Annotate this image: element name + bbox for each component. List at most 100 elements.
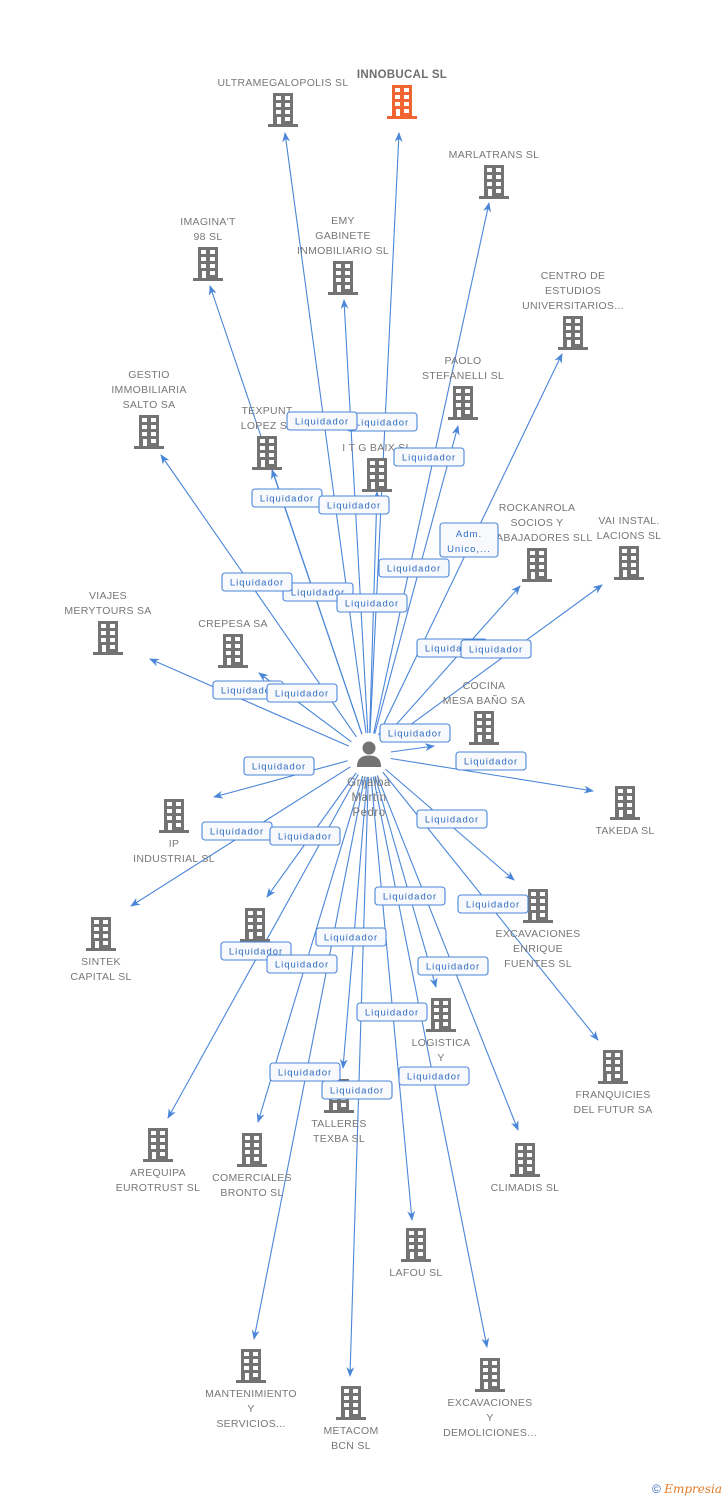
building-icon bbox=[336, 1386, 366, 1420]
company-node-mantenimiento[interactable]: MANTENIMIENTO Y SERVICIOS... bbox=[205, 1349, 297, 1430]
company-node-innobucal[interactable]: INNOBUCAL SL bbox=[357, 69, 447, 119]
company-node-ultramegalopolis[interactable]: ULTRAMEGALOPOLIS SL bbox=[218, 77, 349, 127]
company-node-centro[interactable]: CENTRO DEESTUDIOSUNIVERSITARIOS... bbox=[522, 270, 624, 350]
relation-text: Liquidador bbox=[221, 686, 275, 697]
person-icon bbox=[357, 741, 381, 767]
company-label: LOPEZ SL bbox=[241, 420, 294, 432]
company-label: IMMOBILIARIA bbox=[111, 384, 186, 396]
company-node-imaginat[interactable]: IMAGINA'T98 SL bbox=[180, 216, 236, 281]
relation-label-texpunt[interactable]: Liquidador bbox=[251, 488, 323, 508]
company-node-climadis[interactable]: CLIMADIS SL bbox=[491, 1143, 560, 1194]
relation-label-crepesa[interactable]: Liquidador bbox=[266, 683, 338, 703]
relation-label-centro[interactable]: Adm.Unico,... bbox=[439, 522, 499, 558]
relation-text: Liquidador bbox=[260, 494, 314, 505]
relation-label-ip[interactable]: Liquidador bbox=[243, 756, 315, 776]
company-label: Y bbox=[437, 1052, 444, 1064]
company-label: METACOM bbox=[324, 1425, 379, 1437]
company-label: INDUSTRIAL SL bbox=[133, 853, 215, 865]
company-label: 98 SL bbox=[194, 231, 223, 243]
relation-label-comerciales[interactable]: Liquidador bbox=[266, 954, 338, 974]
relation-text: Liquidador bbox=[210, 827, 264, 838]
building-icon bbox=[159, 799, 189, 833]
building-icon bbox=[143, 1128, 173, 1162]
relation-label-sintek[interactable]: Liquidador bbox=[201, 821, 273, 841]
relation-label-imaginat[interactable]: Liquidador bbox=[282, 582, 354, 602]
relation-label-excav_demol[interactable]: Liquidador bbox=[356, 1002, 428, 1022]
company-node-comerciales[interactable]: COMERCIALES BRONTO SL bbox=[212, 1133, 292, 1199]
company-label: BRONTO SL bbox=[220, 1187, 283, 1199]
relation-label-gestio[interactable]: Liquidador bbox=[221, 572, 293, 592]
company-label: LAFOU SL bbox=[389, 1267, 442, 1279]
relation-text: Liquidador bbox=[278, 1068, 332, 1079]
relation-label-cocina[interactable]: Liquidador bbox=[379, 723, 451, 743]
relation-label-paolo[interactable]: Liquidador bbox=[393, 447, 465, 467]
person-name-label: Pedro bbox=[352, 807, 385, 819]
company-node-takeda[interactable]: TAKEDA SL bbox=[595, 786, 654, 837]
relation-label-logistica[interactable]: Liquidador bbox=[417, 956, 489, 976]
relation-text: Liquidador bbox=[383, 892, 437, 903]
footer-credit: © Empresia bbox=[652, 1482, 722, 1496]
relation-label-takeda[interactable]: Liquidador bbox=[455, 751, 527, 771]
relation-label-ultramegalopolis[interactable]: Liquidador bbox=[286, 411, 358, 431]
relation-label-c_hidden[interactable]: Liquidador bbox=[269, 826, 341, 846]
relation-label-mantenimiento[interactable]: Liquidador bbox=[269, 1062, 341, 1082]
company-label: Y bbox=[247, 1403, 254, 1415]
relation-labels-layer: LiquidadorLiquidadorLiquidadorLiquidador… bbox=[201, 411, 532, 1100]
edge-texpunt bbox=[271, 469, 363, 735]
relation-label-emy[interactable]: Liquidador bbox=[336, 593, 408, 613]
company-label: INMOBILIARIO SL bbox=[297, 245, 389, 257]
building-icon bbox=[387, 85, 417, 119]
relation-text: Liquidador bbox=[327, 501, 381, 512]
relation-text: Liquidador bbox=[425, 644, 479, 655]
edge-takeda bbox=[390, 757, 594, 794]
company-node-marlatrans[interactable]: MARLATRANS SL bbox=[449, 149, 540, 199]
edge-climadis bbox=[376, 775, 519, 1131]
company-node-crepesa[interactable]: CREPESA SA bbox=[198, 618, 268, 668]
relation-label-franquicies[interactable]: Liquidador bbox=[416, 809, 488, 829]
edge-vai bbox=[386, 584, 603, 743]
edge-rockanrola bbox=[383, 585, 521, 739]
relation-label-vai[interactable]: Liquidador bbox=[460, 639, 532, 659]
company-node-arequipa[interactable]: AREQUIPA EUROTRUST SL bbox=[116, 1128, 201, 1194]
relation-text: Liquidador bbox=[365, 1008, 419, 1019]
company-node-lafou[interactable]: LAFOU SL bbox=[389, 1228, 442, 1279]
relation-label-climadis[interactable]: Liquidador bbox=[398, 1066, 470, 1086]
relation-label-lafou[interactable]: Liquidador bbox=[374, 886, 446, 906]
company-label: SINTEK bbox=[81, 956, 121, 968]
relation-label-metacom[interactable]: Liquidador bbox=[321, 1080, 393, 1100]
company-label: SERVICIOS... bbox=[216, 1418, 285, 1430]
company-label: DEL FUTUR SA bbox=[573, 1104, 652, 1116]
company-node-vai[interactable]: VAI INSTAL.LACIONS SL bbox=[597, 515, 662, 580]
company-label: AREQUIPA bbox=[130, 1167, 186, 1179]
company-label: TAKEDA SL bbox=[595, 825, 654, 837]
brand-logo[interactable]: Empresia bbox=[664, 1482, 722, 1496]
company-node-excav_demol[interactable]: EXCAVACIONESYDEMOLICIONES... bbox=[443, 1358, 537, 1439]
edge-cocina bbox=[390, 743, 435, 753]
relation-text: Unico,... bbox=[447, 544, 491, 555]
relation-label-talleres[interactable]: Liquidador bbox=[315, 927, 387, 947]
company-label: EUROTRUST SL bbox=[116, 1182, 201, 1194]
company-label: SOCIOS Y bbox=[511, 517, 564, 529]
relation-text: Liquidador bbox=[425, 815, 479, 826]
building-icon bbox=[469, 711, 499, 745]
relation-label-excav_enrique[interactable]: Liquidador bbox=[457, 894, 529, 914]
relation-label-itg[interactable]: Liquidador bbox=[318, 495, 390, 515]
company-label: COMERCIALES bbox=[212, 1172, 292, 1184]
company-label: DEMOLICIONES... bbox=[443, 1427, 537, 1439]
relation-label-marlatrans[interactable]: Liquidador bbox=[378, 558, 450, 578]
company-label: MANTENIMIENTO bbox=[205, 1388, 297, 1400]
